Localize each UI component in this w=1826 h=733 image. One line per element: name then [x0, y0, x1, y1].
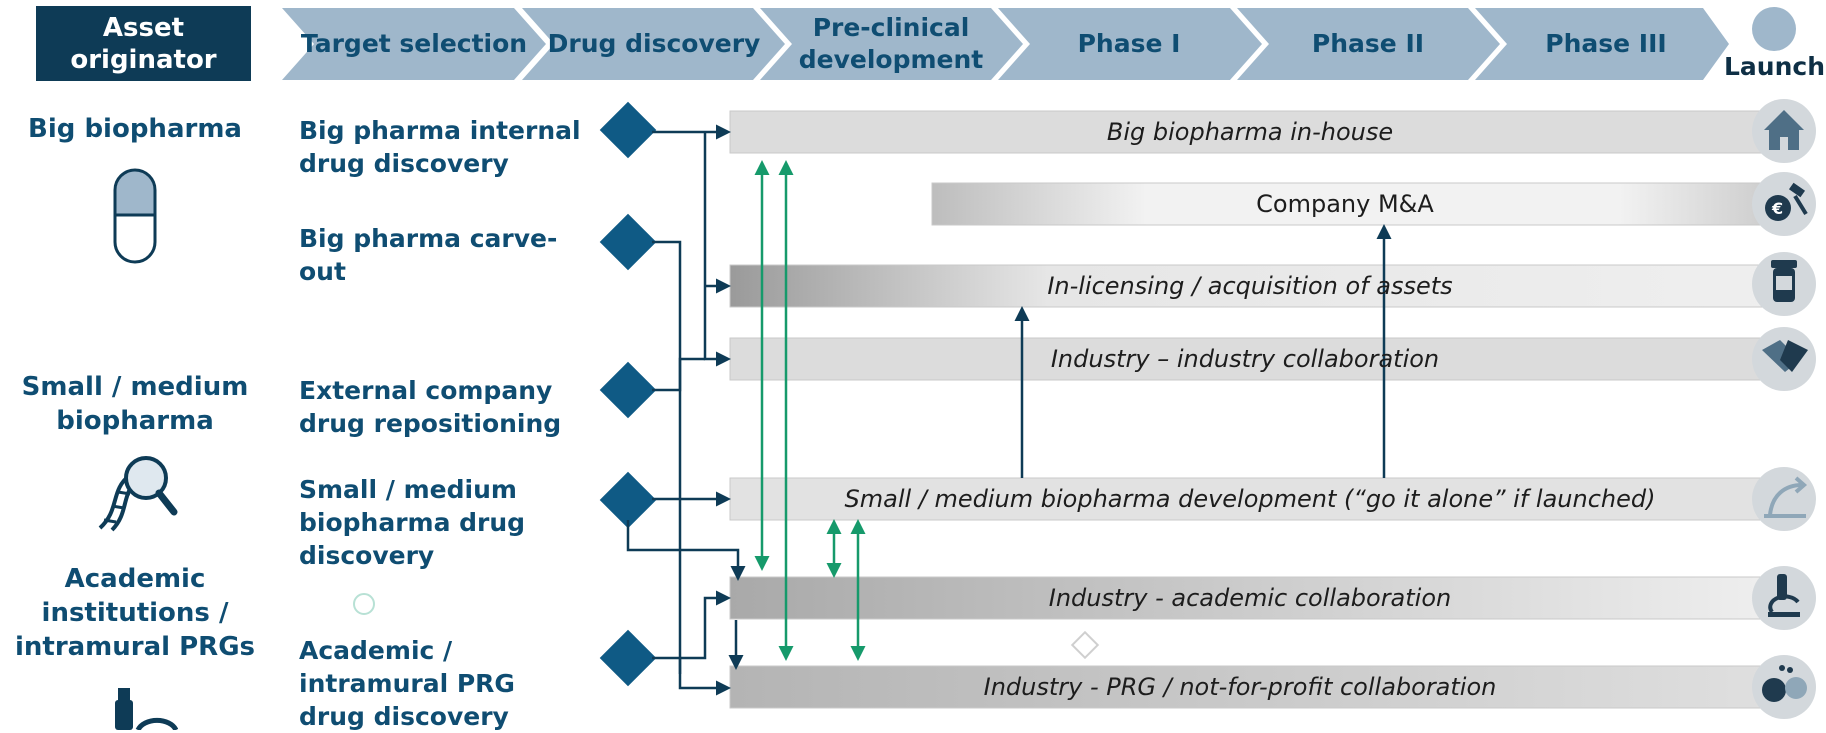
stage-chevron-phase-1	[998, 8, 1262, 80]
launch-circle	[1752, 7, 1796, 51]
pathway-icons	[1752, 99, 1816, 719]
diamond-external-repositioning	[599, 361, 657, 419]
stage-chevron-drug-discovery	[522, 8, 785, 80]
house-icon	[1764, 110, 1804, 150]
stage-phase-1: Phase I	[1077, 29, 1181, 58]
bar-big-biopharma-in-house	[729, 110, 1791, 154]
stage-chevron-phase-2	[1237, 8, 1500, 80]
connector-internal-down	[703, 132, 731, 367]
stage-chevron-pre-clinical	[760, 8, 1023, 80]
source-big-pharma-carve-out: Big pharma carve-out	[299, 224, 558, 286]
stage-phase-3: Phase III	[1545, 29, 1667, 58]
stage-target-selection: Target selection	[300, 29, 528, 58]
bar-industry-prg	[729, 665, 1791, 709]
diamond-small-medium-discovery	[599, 471, 657, 529]
euro-gavel-icon: €	[1765, 182, 1808, 221]
connector-academic-to-prg	[652, 656, 731, 696]
pathway-label-in-licensing: In-licensing / acquisition of assets	[1047, 272, 1453, 300]
pathway-label-in-house: Big biopharma in-house	[1106, 118, 1394, 146]
pathway-label-company-ma: Company M&A	[1256, 190, 1434, 218]
diamond-academic-prg	[599, 629, 657, 687]
pathway-label-industry-industry: Industry – industry collaboration	[1050, 345, 1440, 373]
source-small-medium-discovery: Small / medium biopharma drug discovery	[299, 475, 526, 570]
decorative-circle	[353, 593, 375, 615]
growth-arrow-icon	[1764, 476, 1808, 518]
svg-text:€: €	[1771, 199, 1783, 218]
stage-launch: Launch	[1724, 52, 1826, 81]
people-idea-icon	[1762, 665, 1807, 702]
handshake-icon	[1762, 340, 1808, 372]
decorative-diamond-outline	[1070, 630, 1100, 660]
connector-repositioning	[652, 357, 705, 392]
microscope-icon	[1768, 574, 1800, 617]
bar-company-ma	[931, 182, 1791, 226]
source-academic-prg-discovery: Academic / intramural PRG drug discovery	[299, 636, 515, 731]
originator-small-medium-biopharma: Small / medium biopharma	[21, 372, 249, 436]
stage-chevron-phase-3	[1475, 8, 1729, 80]
source-big-pharma-internal: Big pharma internal drug discovery	[299, 116, 581, 178]
diamond-big-pharma-internal	[599, 101, 657, 159]
pathway-label-industry-academic: Industry - academic collaboration	[1048, 584, 1452, 612]
stage-chevrons	[282, 7, 1796, 80]
capsule-icon	[113, 168, 157, 264]
originator-academic: Academic institutions / intramural PRGs	[14, 564, 256, 662]
originator-big-biopharma: Big biopharma	[28, 114, 242, 144]
diamond-carve-out	[599, 213, 657, 271]
pathway-label-small-medium: Small / medium biopharma development (“g…	[844, 485, 1656, 513]
stage-drug-discovery: Drug discovery	[547, 29, 761, 58]
stage-phase-2: Phase II	[1311, 29, 1425, 58]
dna-magnifier-icon	[98, 456, 178, 532]
source-external-repositioning: External company drug repositioning	[299, 376, 562, 438]
stage-chevron-target-selection	[282, 8, 546, 80]
connector-carve-out	[652, 240, 682, 674]
connector-academic-up	[680, 590, 731, 660]
asset-originator-label: Asset originator	[70, 12, 217, 75]
connector-small-down	[626, 520, 746, 581]
stage-pre-clinical: Pre-clinical development	[798, 13, 984, 74]
asset-originator-header: Asset originator	[36, 6, 251, 81]
microscope-originator-icon	[115, 688, 178, 730]
pathway-label-industry-prg: Industry - PRG / not-for-profit collabor…	[983, 673, 1497, 701]
pill-bottle-icon	[1771, 260, 1797, 302]
